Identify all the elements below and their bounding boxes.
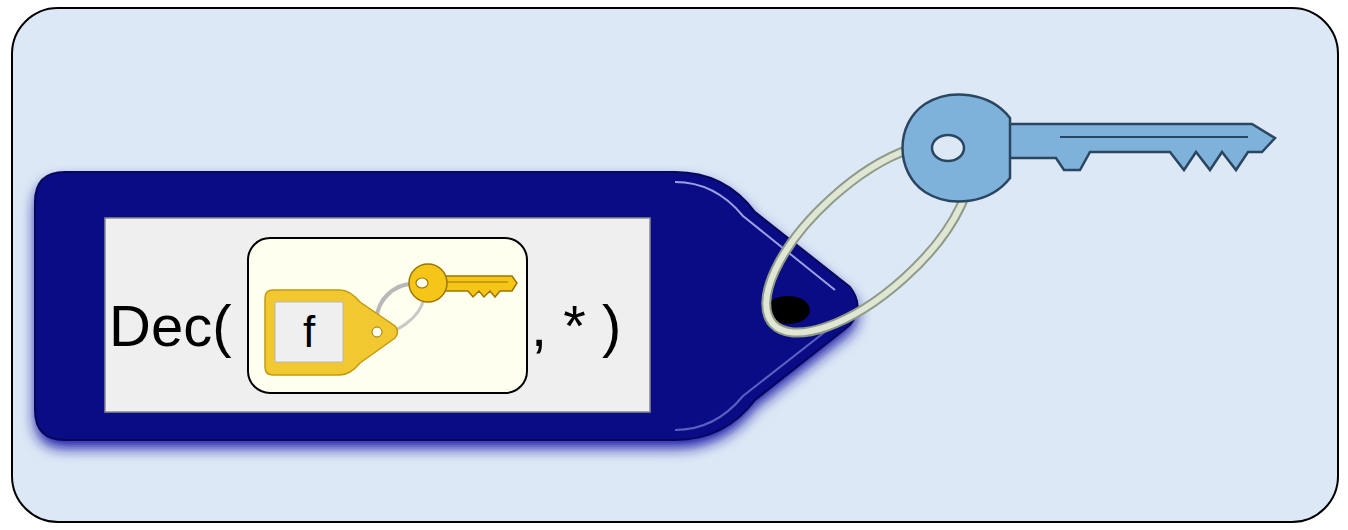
- small-key-tag: f: [265, 290, 400, 375]
- function-name: f: [275, 302, 343, 362]
- small-tag-label-area: [275, 302, 343, 362]
- node-outline: [265, 290, 400, 375]
- tag-label-area: [105, 218, 650, 412]
- blue-key-head: [903, 95, 1011, 202]
- small-tag-outline: [265, 290, 398, 375]
- blue-key: [903, 95, 1276, 202]
- blue-key-groove: [1060, 136, 1248, 138]
- function-text: Dec(: [109, 292, 231, 360]
- key-tag: f Dec( , * ): [35, 172, 860, 440]
- tag-hole: [766, 296, 810, 324]
- panel: [12, 8, 1338, 522]
- blue-key-blade: [1000, 124, 1275, 170]
- tag-highlight: [675, 324, 835, 430]
- blue-key-hole: [932, 135, 964, 161]
- function-text: , * ): [531, 292, 621, 360]
- key-tag-outline: [35, 172, 858, 440]
- small-tag-hole: [372, 327, 382, 337]
- tag-highlight: [675, 182, 835, 290]
